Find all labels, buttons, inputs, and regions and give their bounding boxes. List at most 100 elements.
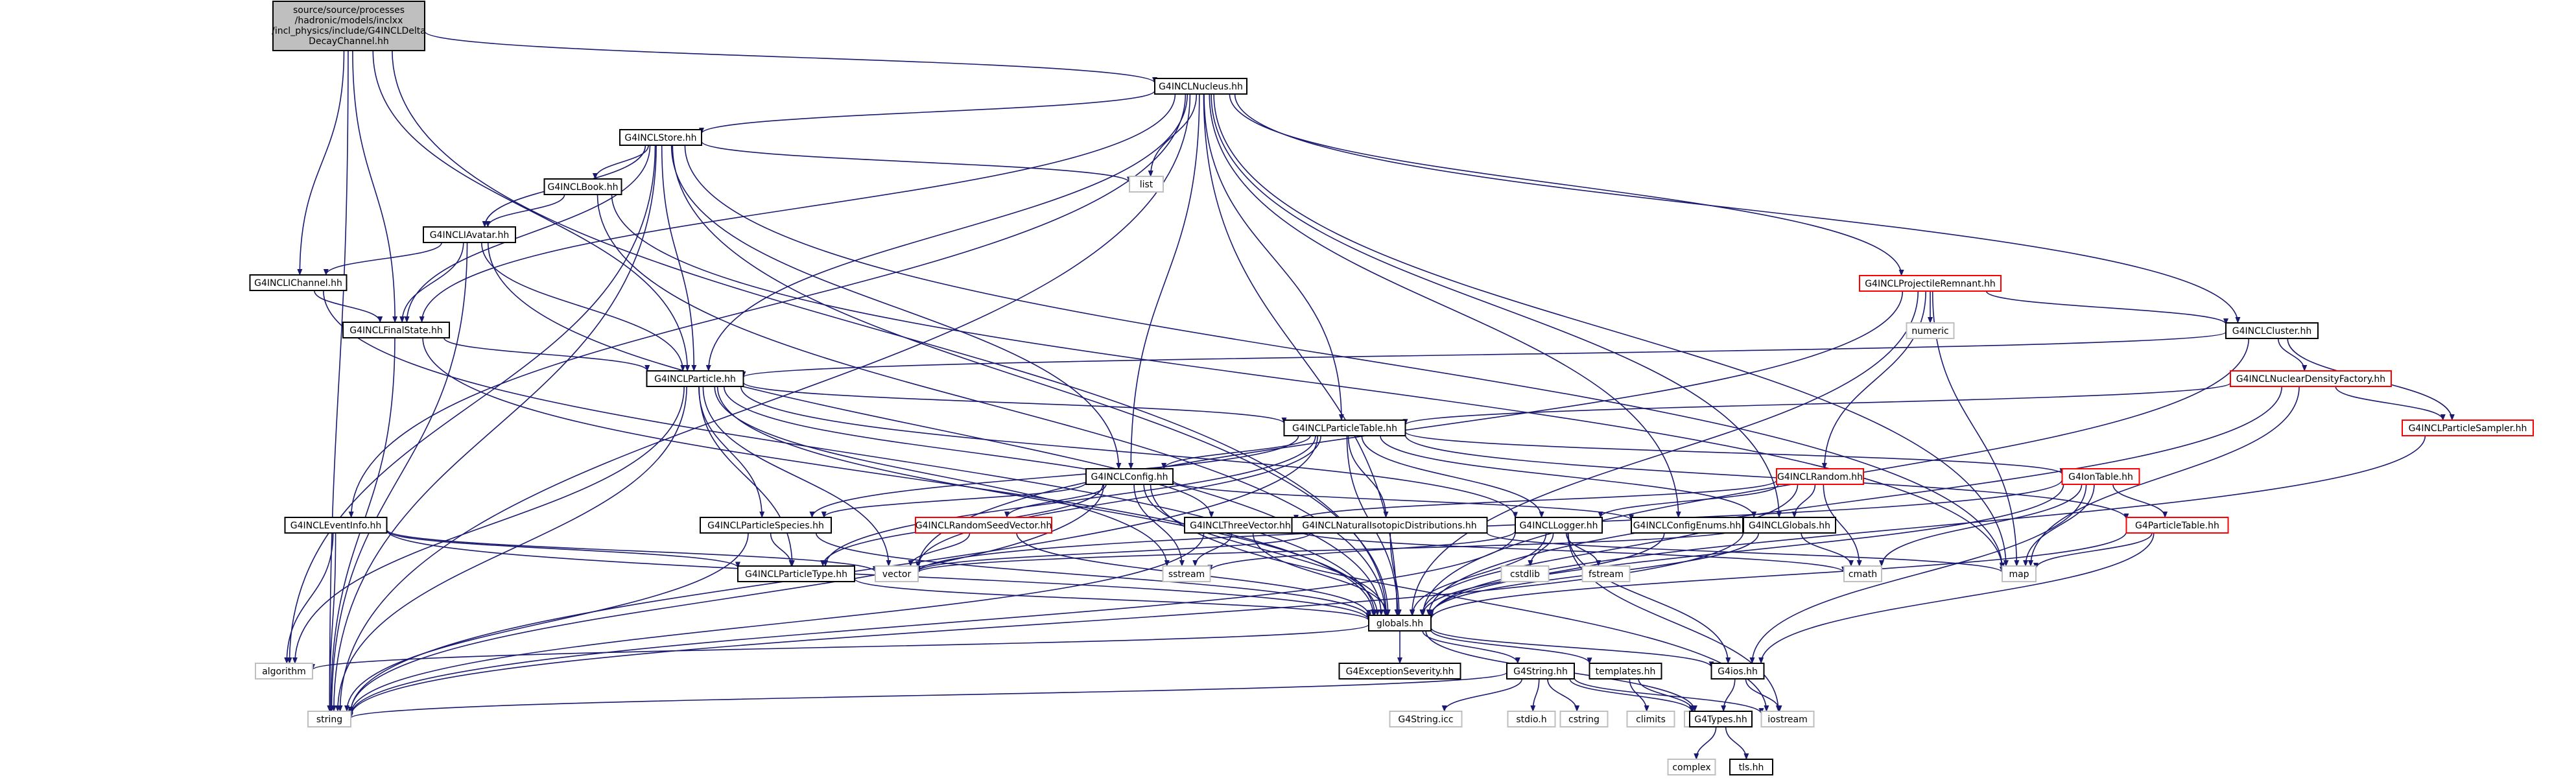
node-label: complex [1672,762,1710,773]
edge-path [698,386,795,567]
edge-path [714,386,1170,567]
node-box [2402,420,2534,436]
node-label: G4INCLIChannel.hh [254,278,342,289]
node-eventinfo[interactable]: G4INCLEventInfo.hh [284,517,388,534]
node-label: iostream [1767,715,1808,725]
node-avatar[interactable]: G4INCLIAvatar.hh [423,226,516,243]
edge-path [1758,532,2155,664]
edge-iontable-to-vector [916,479,2063,573]
edge-path [661,145,697,372]
node-nucleus[interactable]: G4INCLNucleus.hh [1154,78,1247,95]
node-rseed[interactable]: G4INCLRandomSeedVector.hh [915,517,1052,534]
node-projrem[interactable]: G4INCLProjectileRemnant.hh [1859,275,2002,292]
edge-ptable-to-config [1161,435,1311,469]
edge-path [2033,532,2153,570]
edge-nucdens-to-ptable [1402,382,2231,426]
edge-root-to-globals [392,50,1389,616]
edge-path [392,50,1389,616]
node-channel[interactable]: G4INCLIChannel.hh [249,274,348,291]
node-tlshh[interactable]: tls.hh [1729,759,1773,775]
node-psampler[interactable]: G4INCLParticleSampler.hh [2402,420,2534,436]
edge-eventinfo-to-algorithm [284,532,334,664]
edge-path [2112,484,2168,518]
node-root[interactable]: source/source/processes/hadronic/models/… [272,1,426,51]
edge-root-to-string [327,50,349,712]
node-random[interactable]: G4INCLRandom.hh [1776,468,1864,485]
edge-path [1985,290,2228,325]
node-cfgenums[interactable]: G4INCLConfigEnums.hh [1631,517,1743,534]
node-label: G4INCLBook.hh [548,182,619,193]
node-g4string[interactable]: G4String.hh [1506,663,1575,680]
edge-path [1569,678,1694,712]
node-nucdens[interactable]: G4INCLNuclearDensityFactory.hh [2230,370,2392,387]
edge-ptable-to-g4ptable [1404,434,2129,520]
edge-path [1598,484,1779,518]
edge-g4string-to-g4stringicc [1441,678,1523,712]
edge-path [1430,629,1592,665]
node-iontable[interactable]: G4IonTable.hh [2061,468,2140,485]
edge-pspecies-to-ptype [770,532,794,567]
edge-path [297,50,345,276]
node-g4ptable[interactable]: G4ParticleTable.hh [2125,517,2229,534]
node-globals[interactable]: globals.hh [1368,615,1432,632]
edge-path [2027,386,2300,567]
edge-store-to-algorithm [287,145,656,664]
node-label: G4INCLRandomSeedVector.hh [916,521,1052,531]
edge-root-to-particle [372,50,691,372]
node-finalstate[interactable]: G4INCLFinalState.hh [342,322,450,338]
node-ptable[interactable]: G4INCLParticleTable.hh [1283,420,1406,436]
edge-path [344,532,749,712]
node-g4ios[interactable]: G4ios.hh [1710,663,1765,680]
node-g4types[interactable]: G4Types.hh [1689,711,1753,727]
node-cluster[interactable]: G4INCLCluster.hh [2225,322,2319,339]
edge-path [1234,93,2241,324]
edge-path [1486,532,2005,573]
edge-path [443,337,650,372]
edge-path [1530,678,1540,712]
node-label: G4INCLProjectileRemnant.hh [1865,279,1996,289]
edge-path [284,532,334,664]
edge-ptable-to-vector [916,435,1321,568]
edge-path [592,145,649,180]
node-particle[interactable]: G4INCLParticle.hh [646,370,744,387]
node-label: templates.hh [1596,667,1656,677]
node-box [1129,176,1164,193]
edge-path [1209,93,1681,518]
edge-threevec-to-sstream [1192,532,1233,567]
node-g4exc[interactable]: G4ExceptionSeverity.hh [1338,663,1461,680]
edge-path [1932,290,2020,567]
node-threevec[interactable]: G4INCLThreeVector.hh [1184,517,1297,534]
node-label: G4String.hh [1513,667,1568,677]
edge-projrem-to-cluster [1985,290,2228,325]
node-label: list [1140,180,1153,190]
edge-store-to-finalstate [404,145,651,323]
edge-natiso-to-vector [916,532,1312,573]
node-templates[interactable]: templates.hh [1589,663,1662,680]
edge-path [1380,435,1757,518]
edge-globals-to-algorithm [310,624,1369,671]
edge-projrem-to-random [1821,290,1926,469]
node-inclglobals[interactable]: G4INCLGlobals.hh [1743,517,1836,534]
edge-path [716,386,1380,616]
edge-logger-to-globals [1410,532,1547,616]
node-box [1184,517,1297,534]
node-label: G4ParticleTable.hh [2135,521,2219,531]
edge-path [1422,630,1520,664]
node-label: G4Types.hh [1694,715,1747,725]
node-store[interactable]: G4INCLStore.hh [619,129,702,146]
node-box [1162,565,1211,582]
node-pspecies[interactable]: G4INCLParticleSpecies.hh [700,517,832,534]
node-natiso[interactable]: G4INCLNaturalIsotopicDistributions.hh [1291,517,1488,534]
edge-path [348,672,1507,719]
node-box [1389,711,1463,727]
node-label: G4String.icc [1398,715,1453,725]
node-ptype[interactable]: G4INCLParticleType.hh [737,565,855,582]
node-config[interactable]: G4INCLConfig.hh [1085,468,1174,485]
edge-path [327,532,337,712]
node-box [1776,468,1864,485]
node-logger[interactable]: G4INCLLogger.hh [1515,517,1603,534]
edge-g4string-to-g4types [1569,678,1694,712]
node-book[interactable]: G4INCLBook.hh [543,178,622,195]
edge-path [723,386,1214,518]
